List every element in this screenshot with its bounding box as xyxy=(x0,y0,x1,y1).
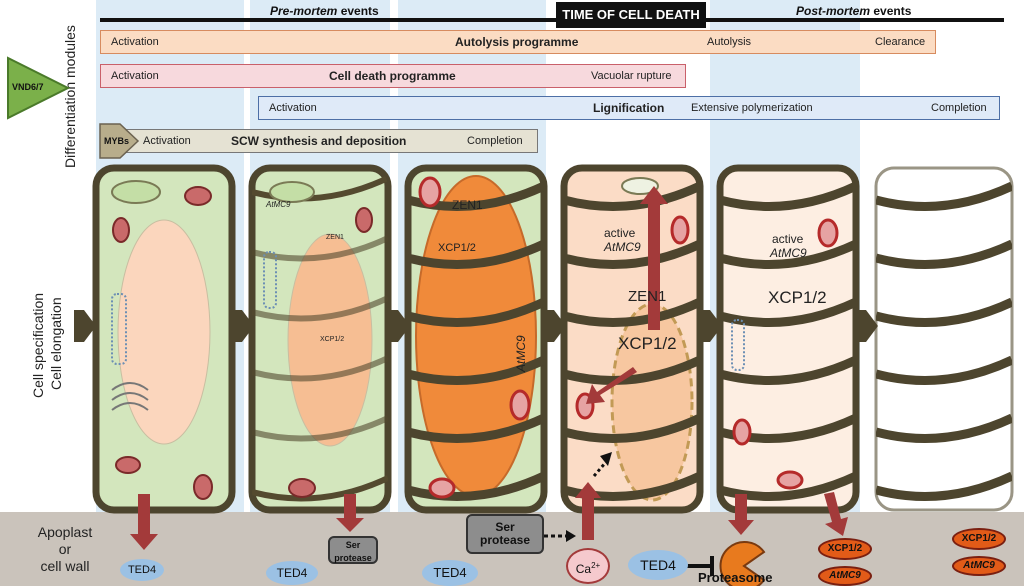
vnd-label: VND6/7 xyxy=(12,82,44,92)
cell-2-golgi xyxy=(263,251,277,309)
myb-chevron xyxy=(99,123,140,159)
pre-mortem-heading: Pre-mortem events xyxy=(270,4,379,18)
c4-atmc9-label: AtMC9 xyxy=(604,240,641,254)
flow-arrow-2 xyxy=(232,310,254,342)
ted4-bubble-1: TED4 xyxy=(120,559,164,581)
lignification-bar: Activation Lignification Extensive polym… xyxy=(258,96,1000,120)
ted4-bubble-3: TED4 xyxy=(422,560,478,586)
cell-1-mito xyxy=(193,474,213,500)
autolysis-bar: Activation Autolysis programme Autolysis… xyxy=(100,30,936,54)
timeline-line-left xyxy=(100,18,556,22)
cell-1-er xyxy=(111,382,149,411)
cell-5-arrow-down xyxy=(728,494,754,535)
c4-active-label: active xyxy=(604,226,636,240)
cell-4-arrow-up xyxy=(640,186,668,330)
cell-1-mito xyxy=(112,217,130,243)
c2-xcp-label: XCP1/2 xyxy=(320,336,345,343)
secretion-arrow-1 xyxy=(130,494,158,550)
cell-6-scw-bands xyxy=(876,181,1012,501)
cell-2-nucleus xyxy=(269,181,315,203)
cell-5-golgi xyxy=(731,319,745,371)
cell-6-wall xyxy=(874,166,1014,512)
myb-label: MYBs xyxy=(104,136,130,146)
c5-xcp-label: XCP1/2 xyxy=(768,288,827,307)
flow-arrow-1 xyxy=(74,310,96,342)
post-mortem-heading: Post-mortem events xyxy=(796,4,912,18)
c2-zen1-label: ZEN1 xyxy=(326,234,344,241)
cell-3-mito xyxy=(509,389,531,421)
proteasome-label: Proteasome xyxy=(698,570,773,585)
cell-5-wall xyxy=(716,164,860,514)
c5-active-label: active xyxy=(772,232,804,246)
c3-xcp-label: XCP1/2 xyxy=(438,242,476,254)
atmc9-enzyme-a: AtMC9 xyxy=(818,566,872,586)
cell-5-mito xyxy=(817,218,839,248)
cell-5-mito xyxy=(776,470,804,490)
calcium-ion: Ca2+ xyxy=(566,548,610,584)
timeline-line-right xyxy=(706,18,1004,22)
cell-4-arrow-ca xyxy=(575,482,601,540)
c4-xcp-label: XCP1/2 xyxy=(618,334,677,353)
cell-2-mito xyxy=(355,207,373,233)
c3-atmc9-label: AtMC9 xyxy=(514,335,528,372)
cell-1-mito xyxy=(184,186,212,206)
cell-2-mito xyxy=(288,478,316,498)
ted4-inhibition xyxy=(686,556,714,576)
cell-1-vacuole xyxy=(117,219,211,445)
flow-arrow-4 xyxy=(544,310,566,342)
cell-1-mito xyxy=(115,456,141,474)
cell-5-mito xyxy=(732,418,752,446)
c3-zen1-label: ZEN1 xyxy=(452,198,483,212)
xcp-enzyme-b: XCP1/2 xyxy=(952,528,1006,550)
flow-arrow-3 xyxy=(388,310,410,342)
ted4-bubble-4: TED4 xyxy=(628,550,688,580)
scw-bar: Activation SCW synthesis and deposition … xyxy=(100,129,538,153)
cell-1-golgi xyxy=(111,293,127,365)
cell-5-arrow-diag xyxy=(824,492,848,536)
ser-dotted-arrowhead xyxy=(566,530,576,542)
cell-4-dotted-arrowhead xyxy=(600,452,612,466)
ted4-bubble-2: TED4 xyxy=(266,561,318,585)
time-of-death-label: TIME OF CELL DEATH xyxy=(556,2,706,28)
cell-4-mito xyxy=(670,215,690,245)
cell-2-scw-bands xyxy=(252,175,388,502)
cell-1-nucleus xyxy=(111,180,161,204)
xcp-enzyme-a: XCP1/2 xyxy=(818,538,872,560)
cell-3-scw-bands xyxy=(408,181,544,501)
c2-atmc9-label: AtMC9 xyxy=(266,200,291,209)
proteasome-shape xyxy=(719,541,766,586)
cell-2-vacuole xyxy=(287,233,373,447)
c5-atmc9-label: AtMC9 xyxy=(770,246,807,260)
flow-arrow-6 xyxy=(856,310,878,342)
atmc9-enzyme-b: AtMC9 xyxy=(952,556,1006,576)
cell-4-arrow-diag xyxy=(586,367,637,404)
apoplast-label: Apoplast or cell wall xyxy=(37,524,93,574)
cell-3-mito xyxy=(418,176,442,208)
flow-arrow-5 xyxy=(700,310,722,342)
secretion-arrow-2 xyxy=(336,494,364,532)
vnd-triangle xyxy=(7,56,71,120)
c4-zen1-label: ZEN1 xyxy=(628,288,667,305)
cell-death-bar: Activation Cell death programme Vacuolar… xyxy=(100,64,686,88)
cell-4-nucleus xyxy=(621,177,659,195)
cell-4-scw-bands xyxy=(564,181,700,501)
cell-3-mito xyxy=(428,477,456,499)
cell-5-scw-bands xyxy=(720,181,856,501)
